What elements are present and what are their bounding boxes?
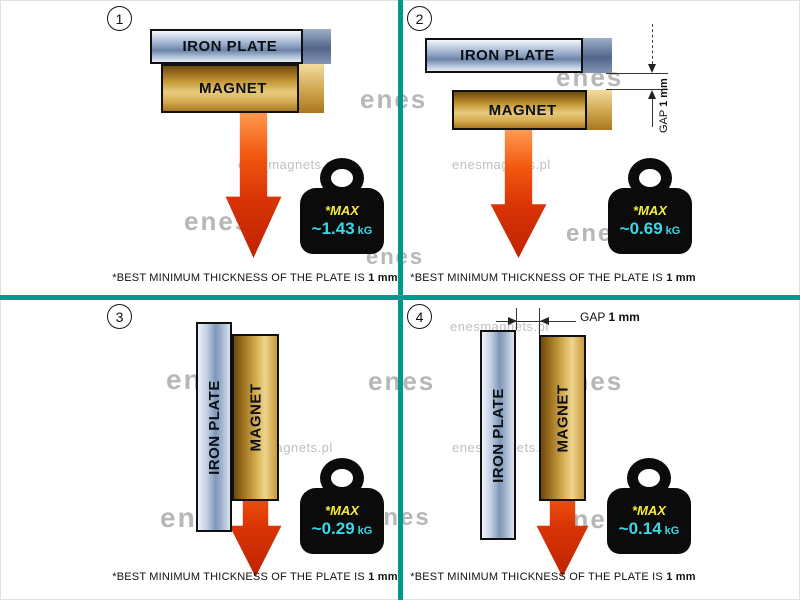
caption-bold: 1 mm [368, 272, 398, 284]
gap-value: 1 mm [608, 310, 640, 324]
max-label: *MAX [325, 203, 359, 218]
caption-bold: 1 mm [368, 571, 398, 583]
force-value: ~0.29 [311, 519, 355, 538]
panel-2-number-badge: 2 [407, 6, 432, 31]
caption-note: *BEST MINIMUM THICKNESS OF THE PLATE IS … [55, 571, 455, 583]
watermark-url: enesmagnets.pl [452, 157, 551, 172]
panel-1-number-badge: 1 [107, 6, 132, 31]
caption-text: *BEST MINIMUM THICKNESS OF THE PLATE IS [112, 571, 365, 583]
iron-plate-label: IRON PLATE [489, 387, 507, 483]
watermark-url: enesmagnets.pl [450, 319, 549, 334]
magnet-3: MAGNET [232, 334, 279, 501]
iron-plate-1: IRON PLATE [150, 29, 331, 64]
magnet-label: MAGNET [488, 101, 557, 119]
gap-label: GAP 1 mm [658, 78, 670, 133]
caption-note: *BEST MINIMUM THICKNESS OF THE PLATE IS … [353, 571, 753, 583]
gap-dimension-line [652, 99, 653, 127]
max-label: *MAX [633, 203, 667, 218]
panel-4-number-badge: 4 [407, 304, 432, 329]
iron-plate-2: IRON PLATE [425, 38, 612, 73]
magnet-label: MAGNET [554, 384, 571, 452]
weight-kettlebell-3: *MAX ~0.29 kG [299, 458, 385, 554]
iron-plate-4: IRON PLATE [480, 330, 516, 540]
force-unit: kG [357, 525, 373, 537]
caption-bold: 1 mm [666, 571, 696, 583]
gap-dimension-line [652, 24, 653, 64]
watermark-logo: enes [360, 84, 428, 114]
gap-extension-line [539, 308, 540, 335]
caption-note: *BEST MINIMUM THICKNESS OF THE PLATE IS … [55, 272, 455, 284]
weight-kettlebell-4: *MAX ~0.14 kG [606, 458, 692, 554]
max-label: *MAX [325, 503, 359, 518]
magnet-label: MAGNET [247, 383, 264, 452]
weight-kettlebell-1: *MAX ~1.43 kG [299, 158, 385, 254]
force-unit: kG [664, 525, 680, 537]
force-value: ~0.14 [618, 519, 662, 538]
iron-plate-label: IRON PLATE [182, 38, 278, 55]
magnet-end-face [585, 90, 612, 130]
caption-text: *BEST MINIMUM THICKNESS OF THE PLATE IS [112, 272, 365, 284]
kettlebell-body: *MAX ~0.14 kG [607, 488, 691, 554]
gap-tick [606, 89, 668, 90]
magnet-2: MAGNET [452, 90, 612, 130]
panel-3-number-badge: 3 [107, 304, 132, 329]
gap-extension-line [516, 308, 517, 330]
iron-plate-end-face [580, 38, 612, 73]
gap-tick [606, 73, 668, 74]
magnet-end-face [296, 64, 324, 113]
horizontal-divider [0, 295, 800, 300]
iron-plate-label: IRON PLATE [205, 379, 223, 475]
force-value: ~0.69 [619, 219, 663, 238]
kettlebell-body: *MAX ~0.29 kG [300, 488, 384, 554]
weight-kettlebell-2: *MAX ~0.69 kG [607, 158, 693, 254]
force-unit: kG [665, 225, 681, 237]
max-label: *MAX [632, 503, 666, 518]
force-unit: kG [357, 225, 373, 237]
gap-arrow-right-icon [508, 317, 517, 325]
iron-plate-label: IRON PLATE [460, 47, 555, 64]
caption-bold: 1 mm [666, 272, 696, 284]
iron-plate-end-face [300, 29, 331, 64]
gap-text: GAP [658, 109, 670, 133]
caption-text: *BEST MINIMUM THICKNESS OF THE PLATE IS [410, 272, 663, 284]
gap-label: GAP 1 mm [580, 310, 640, 324]
caption-note: *BEST MINIMUM THICKNESS OF THE PLATE IS … [353, 272, 753, 284]
iron-plate-3: IRON PLATE [196, 322, 232, 532]
force-value: ~1.43 [311, 219, 355, 238]
magnet-4: MAGNET [539, 335, 586, 501]
gap-dimension-line [496, 321, 576, 322]
magnet-label: MAGNET [198, 80, 267, 97]
kettlebell-body: *MAX ~1.43 kG [300, 188, 384, 254]
vertical-divider [398, 0, 403, 600]
gap-arrow-up-icon [648, 90, 656, 99]
magnet-1: MAGNET [161, 64, 324, 113]
gap-arrow-down-icon [648, 64, 656, 73]
caption-text: *BEST MINIMUM THICKNESS OF THE PLATE IS [410, 571, 663, 583]
gap-text: GAP [580, 310, 606, 324]
kettlebell-body: *MAX ~0.69 kG [608, 188, 692, 254]
gap-arrow-left-icon [540, 317, 549, 325]
pull-force-arrow [490, 130, 547, 258]
gap-value: 1 mm [658, 78, 670, 107]
